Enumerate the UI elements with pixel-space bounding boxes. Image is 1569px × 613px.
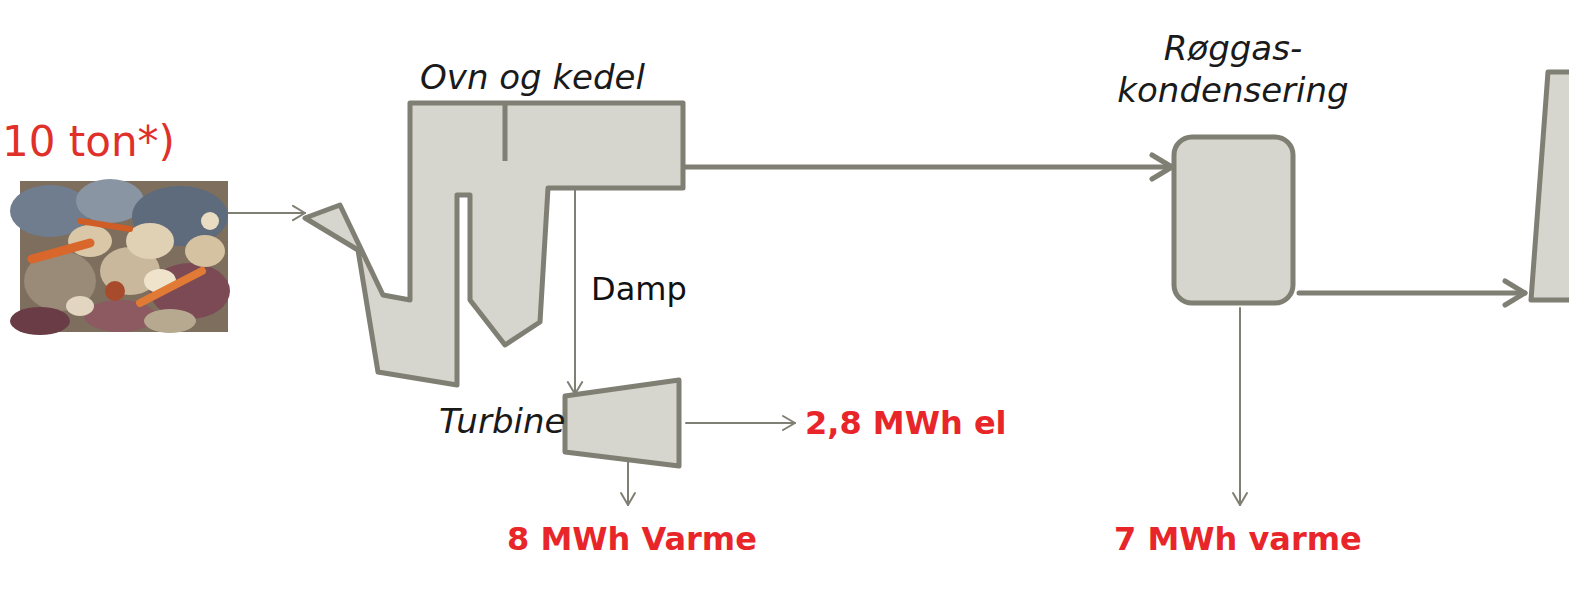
waste-photo: 10 ton*) [20,181,228,332]
energy-output: 2,8 MWh el [805,404,1007,442]
heat-arrow [1233,308,1247,505]
energy-output: 7 MWh varme [1114,520,1362,558]
flue-gas-arrow [1299,281,1525,305]
node-heading: Ovn og kedel [420,56,645,98]
energy-output: 8 MWh Varme [507,520,757,558]
waste-photo-shape [20,181,228,332]
flow-arrow [568,190,582,394]
furnace-boiler: Ovn og kedel [305,103,683,385]
turbine-shape [565,380,679,466]
node-heading: Turbine [439,400,565,442]
turbine: Turbine [565,380,679,466]
furnace-boiler-shape [305,103,683,385]
flow-arrow [228,206,305,220]
flue-gas-condenser-shape [1172,135,1295,305]
flow-arrow [683,155,1172,179]
electricity-arrow [686,416,795,430]
flue-gas-condenser: Røggas- kondensering [1172,135,1295,305]
node-heading: Røggas- kondensering [1103,27,1363,111]
node-heading: 10 ton*) [2,117,175,167]
edge-label: Damp [589,270,689,308]
heat-arrow [621,462,635,505]
chimney [1531,72,1569,300]
